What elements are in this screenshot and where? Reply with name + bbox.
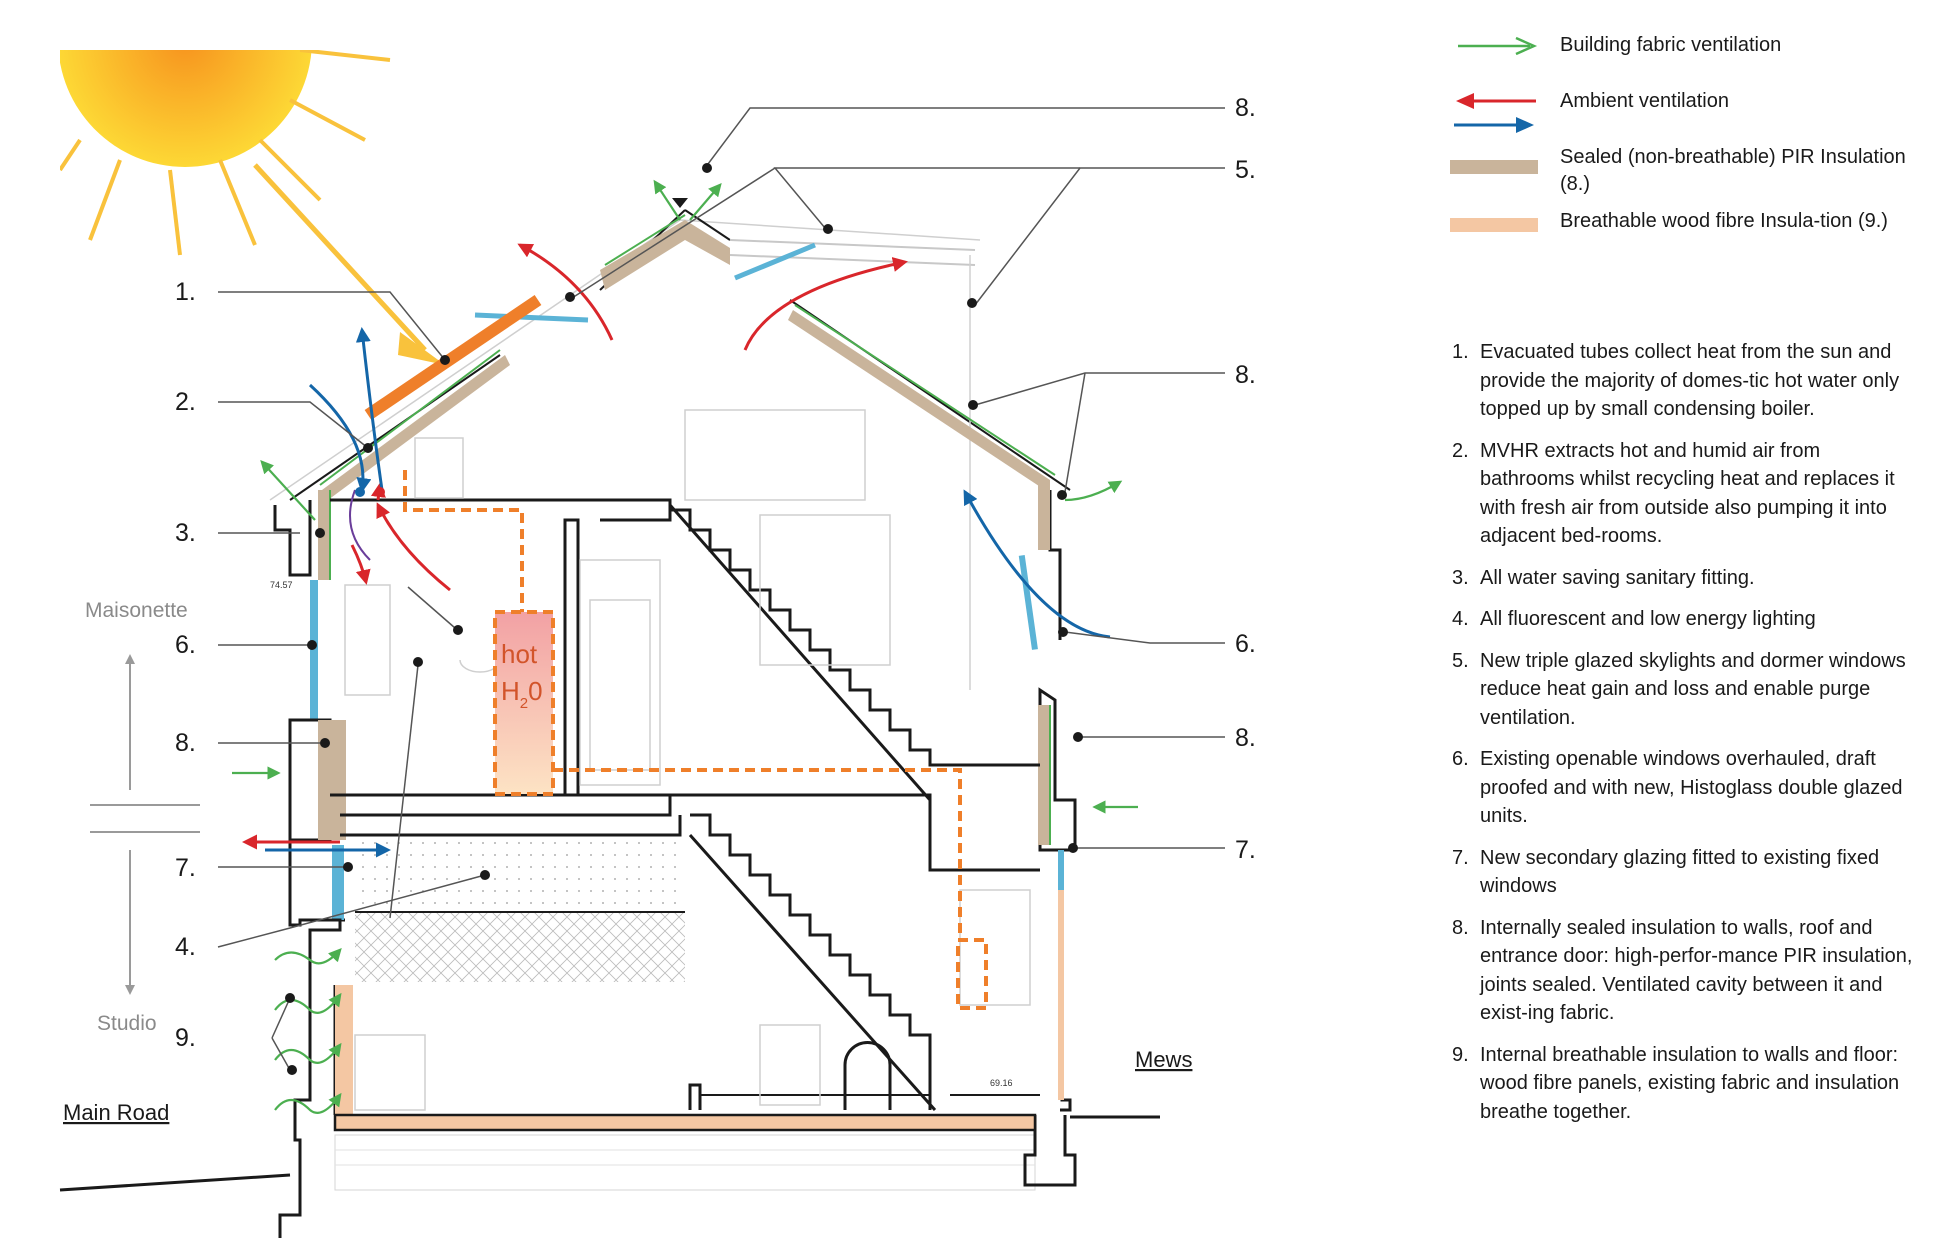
callout-left-8: 8. — [175, 729, 196, 757]
legend-item-wood-fibre-insulation: Breathable wood fibre Insula-tion (9.) — [1450, 204, 1930, 268]
building-section: 74.57 69.16 — [269, 198, 1077, 1238]
fabric-ventilation-arrows — [232, 179, 1138, 1114]
glazing-elements — [474, 242, 816, 323]
notes-list: 1.Evacuated tubes collect heat from the … — [1450, 338, 1920, 1139]
callout-left-9: 9. — [175, 1024, 196, 1052]
callout-left-4: 4. — [175, 933, 196, 961]
note-item: 9.Internal breathable insulation to wall… — [1452, 1043, 1900, 1123]
note-item: 8.Internally sealed insulation to walls,… — [1452, 916, 1913, 1025]
note-item: 6.Existing openable windows overhauled, … — [1452, 748, 1903, 827]
red-blue-arrows-icon — [1454, 93, 1536, 133]
note-item: 3.All water saving sanitary fitting. — [1452, 566, 1755, 589]
level-marker-lower: 69.16 — [990, 1078, 1013, 1088]
ground-lines — [59, 1115, 1160, 1192]
note-item: 7.New secondary glazing fitted to existi… — [1452, 846, 1880, 898]
hot-water-label: hot — [501, 639, 538, 669]
callout-right-5: 5. — [1235, 156, 1256, 184]
legend-item-fabric-ventilation: Building fabric ventilation — [1450, 28, 1930, 84]
legend-item-pir-insulation: Sealed (non-breathable) PIR Insulation (… — [1450, 140, 1930, 204]
legend-item-ambient-ventilation: Ambient ventilation — [1450, 84, 1930, 140]
callout-left-3: 3. — [175, 519, 196, 547]
legend-label: Ambient ventilation — [1560, 90, 1729, 112]
note-item: 1.Evacuated tubes collect heat from the … — [1452, 341, 1900, 420]
callout-right-8c: 8. — [1235, 724, 1256, 752]
legend-label: Breathable wood fibre Insula-tion (9.) — [1560, 210, 1888, 232]
pir-swatch — [1450, 160, 1538, 174]
wood-fibre-swatch — [1450, 218, 1538, 232]
green-arrow-icon — [1458, 36, 1538, 56]
ambient-ventilation-arrows — [242, 243, 1111, 858]
note-item: 4.All fluorescent and low energy lightin… — [1452, 608, 1816, 630]
callout-right-8a: 8. — [1235, 94, 1256, 122]
h2o-label: H20 — [501, 676, 543, 712]
callout-right-7: 7. — [1235, 836, 1256, 864]
legend-label: Building fabric ventilation — [1560, 34, 1782, 56]
main-road-label: Main Road — [63, 1100, 169, 1125]
hot-water-system: hot H20 — [403, 470, 988, 1010]
callout-left-1: 1. — [175, 278, 196, 306]
callout-right-6: 6. — [1235, 630, 1256, 658]
solar-panel — [364, 295, 542, 420]
mews-label: Mews — [1135, 1047, 1192, 1072]
sun-icon — [60, 50, 445, 365]
note-item: 2.MVHR extracts hot and humid air from b… — [1452, 439, 1895, 548]
callout-left-2: 2. — [175, 388, 196, 416]
callout-left-6: 6. — [175, 631, 196, 659]
note-item: 5.New triple glazed skylights and dormer… — [1452, 649, 1906, 729]
legend-label: Sealed (non-breathable) PIR Insulation (… — [1560, 146, 1906, 195]
callout-right-8b: 8. — [1235, 361, 1256, 389]
maisonette-label: Maisonette — [85, 599, 188, 622]
level-marker-upper: 74.57 — [270, 580, 293, 590]
studio-label: Studio — [97, 1012, 157, 1035]
callout-leaders — [217, 107, 1225, 1075]
level-indicator: Maisonette Studio — [85, 599, 200, 1035]
callout-left-7: 7. — [175, 854, 196, 882]
legend: Building fabric ventilation Ambient vent… — [1450, 28, 1930, 268]
